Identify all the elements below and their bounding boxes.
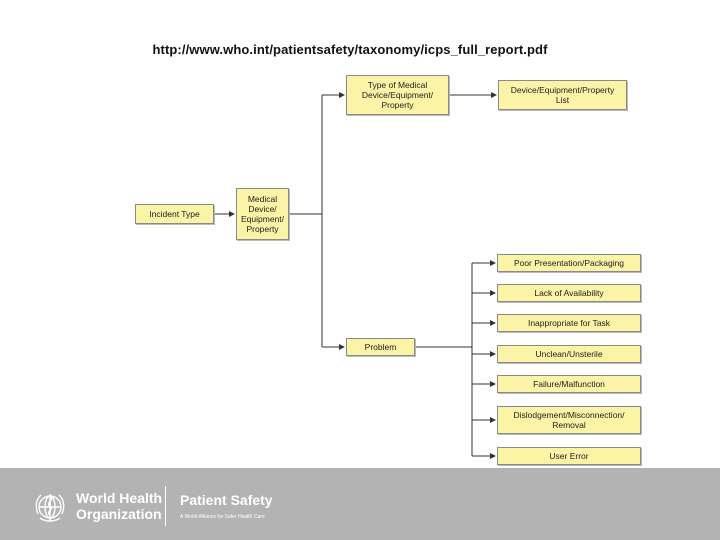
who-emblem-icon xyxy=(35,494,65,522)
node-problem: Problem xyxy=(346,338,415,356)
source-url: http://www.who.int/patientsafety/taxonom… xyxy=(152,42,548,57)
node-device-list: Device/Equipment/Property List xyxy=(498,80,627,110)
node-problem-item: Poor Presentation/Packaging xyxy=(497,254,641,272)
node-problem-item: Lack of Availability xyxy=(497,284,641,302)
org-name: World Health Organization xyxy=(76,490,163,522)
program-tagline: A World Alliance for Safer Health Care xyxy=(180,514,265,520)
program-title: Patient Safety xyxy=(180,492,273,508)
footer-divider xyxy=(165,486,166,526)
node-type-of-device: Type of Medical Device/Equipment/ Proper… xyxy=(346,75,449,115)
node-problem-item: Dislodgement/Misconnection/ Removal xyxy=(497,406,641,434)
node-problem-item: Inappropriate for Task xyxy=(497,314,641,332)
footer-bar xyxy=(0,468,720,540)
node-problem-item: Unclean/Unsterile xyxy=(497,345,641,363)
node-problem-item: Failure/Malfunction xyxy=(497,375,641,393)
node-problem-item: User Error xyxy=(497,447,641,465)
node-incident-type: Incident Type xyxy=(135,204,214,224)
node-medical-device: Medical Device/ Equipment/ Property xyxy=(236,188,289,240)
